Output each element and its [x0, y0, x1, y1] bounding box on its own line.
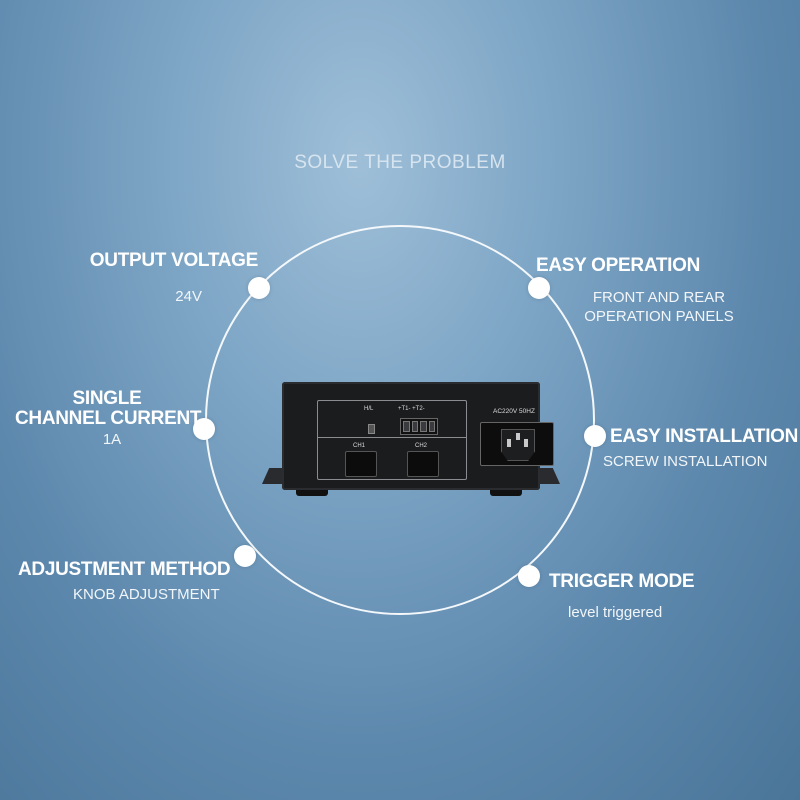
device-foot-right — [490, 486, 522, 496]
device-foot-left — [296, 486, 328, 496]
channel-current-title-line2: CHANNEL CURRENT — [15, 408, 202, 429]
channel-current-value: 1A — [102, 431, 122, 448]
iec-socket — [501, 429, 535, 461]
easy-installation-title: EASY INSTALLATION — [610, 426, 799, 447]
panel-divider — [318, 437, 466, 438]
ch1-label: CH1 — [353, 443, 366, 449]
device-case: H/L +T1- +T2- CH1 CH2 AC220V 50HZ — [282, 382, 554, 490]
terminal-block — [400, 418, 438, 435]
controller-device: H/L +T1- +T2- CH1 CH2 AC220V 50HZ — [262, 382, 560, 500]
ac-input-label: AC220V 50HZ — [493, 408, 535, 415]
easy-operation-detail-line2: OPERATION PANELS — [584, 308, 734, 325]
switch-label: H/L — [364, 406, 374, 412]
ch1-connector — [345, 451, 377, 477]
output-voltage-title: OUTPUT VOLTAGE — [89, 250, 259, 271]
terminal-label: +T1- +T2- — [398, 406, 425, 412]
easy-operation-detail-line1: FRONT AND REAR — [592, 289, 726, 306]
dot-channel-current — [193, 418, 215, 440]
adjustment-method-title: ADJUSTMENT METHOD — [18, 559, 231, 580]
dot-adjustment — [234, 545, 256, 567]
socket-pin-right — [524, 439, 528, 447]
hl-switch — [368, 424, 375, 434]
dot-output-voltage — [248, 277, 270, 299]
mount-flange-left — [262, 468, 286, 484]
mount-flange-right — [536, 468, 560, 484]
headline: SOLVE THE PROBLEM — [294, 152, 506, 173]
output-voltage-value: 24V — [175, 288, 202, 305]
control-panel: H/L +T1- +T2- CH1 CH2 — [317, 400, 467, 480]
trigger-mode-title: TRIGGER MODE — [549, 571, 695, 592]
dot-easy-operation — [528, 277, 550, 299]
dot-trigger-mode — [518, 565, 540, 587]
easy-installation-detail: SCREW INSTALLATION — [603, 453, 768, 470]
ch2-connector — [407, 451, 439, 477]
adjustment-method-value: KNOB ADJUSTMENT — [73, 586, 220, 603]
trigger-mode-detail: level triggered — [568, 604, 663, 621]
channel-current-title-line1: SINGLE — [72, 388, 142, 409]
easy-operation-title: EASY OPERATION — [536, 255, 701, 276]
ac-power-inlet — [480, 422, 554, 466]
dot-easy-installation — [584, 425, 606, 447]
socket-pin-left — [507, 439, 511, 447]
ch2-label: CH2 — [415, 443, 428, 449]
socket-pin-earth — [516, 433, 520, 440]
